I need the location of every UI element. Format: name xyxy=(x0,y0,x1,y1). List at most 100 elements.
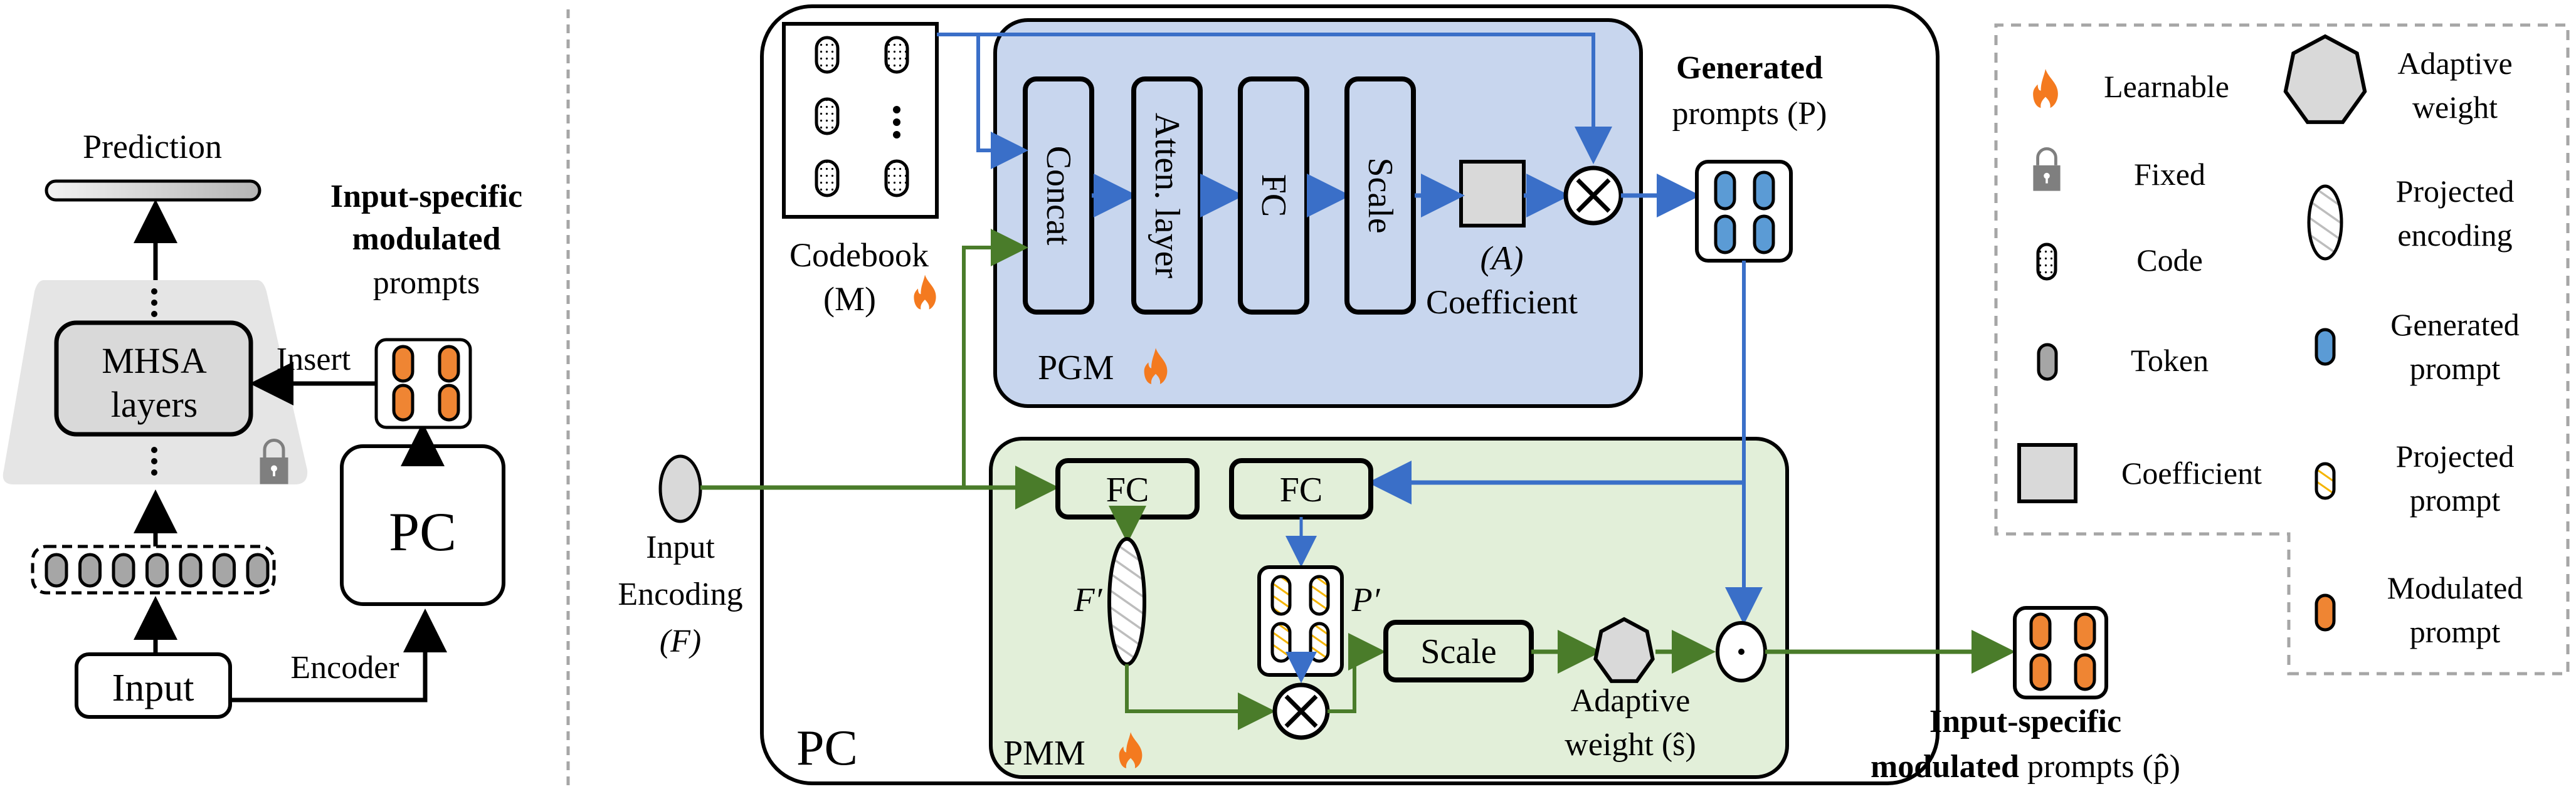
legend-label-mod-prompt: prompt xyxy=(2410,614,2501,649)
generated-prompt-pills xyxy=(1714,170,1775,254)
legend-label-gen-prompt: prompt xyxy=(2410,351,2501,386)
codebook-symbol: (M) xyxy=(823,280,876,318)
input-box xyxy=(75,652,232,719)
projected-prompt xyxy=(1270,622,1292,663)
pmm-scale-label: Scale xyxy=(1420,632,1496,671)
code xyxy=(884,159,909,197)
legend-lock-icon xyxy=(2033,149,2060,191)
prediction-label: Prediction xyxy=(83,128,222,165)
mhsa-label: MHSA xyxy=(102,340,207,381)
multiply-icon-pmm xyxy=(1272,682,1330,740)
legend-label-fixed: Fixed xyxy=(2134,157,2205,192)
legend-label-learnable: Learnable xyxy=(2104,69,2229,104)
multiply-to-scale-arrow xyxy=(1328,633,1386,713)
pc-module-label: PC xyxy=(796,721,858,776)
fc1-label: FC xyxy=(1106,471,1149,509)
pgm-block-label: Scale xyxy=(1361,157,1400,233)
pc-box-label: PC xyxy=(389,502,457,563)
legend-projected-encoding-icon xyxy=(2307,184,2343,261)
input-encoding-label-2: Encoding xyxy=(618,577,742,612)
legend-label-encoding: encoding xyxy=(2397,217,2512,253)
codebook-codes xyxy=(815,36,909,197)
projected-prompt xyxy=(1270,575,1292,616)
pgm-blocks: Concat Atten. layer FC Scale xyxy=(1023,76,1416,315)
modulated-prompt-pills-left xyxy=(392,345,460,422)
prediction-bar xyxy=(45,179,261,202)
coefficient-label: Coefficient xyxy=(1426,283,1578,321)
modulated-prompt xyxy=(2074,612,2096,650)
legend-label-proj-prompt: prompt xyxy=(2410,483,2501,518)
legend-projected-prompt-icon xyxy=(2315,462,2336,500)
codebook-ellipsis xyxy=(893,106,900,138)
generated-prompt xyxy=(1714,214,1736,254)
insert-label: Insert xyxy=(277,342,351,377)
legend-label-token: Token xyxy=(2131,343,2209,378)
pc-module-panel: PC Input Encoding (F) Codebook (M) PGM C… xyxy=(618,4,2180,785)
input-label: Input xyxy=(112,667,194,709)
hadamard-product-icon xyxy=(1716,621,1767,682)
legend-coefficient-icon xyxy=(2017,443,2077,503)
input-encoding-symbol: (F) xyxy=(660,624,701,659)
coefficient-symbol: (A) xyxy=(1481,239,1524,277)
generated-prompt xyxy=(1753,170,1775,211)
left-overview-panel: Prediction MHSA layers Input Encoder PC … xyxy=(3,128,522,719)
code xyxy=(815,36,840,74)
pmm-label: PMM xyxy=(1003,734,1085,773)
codebook-label: Codebook xyxy=(789,236,929,274)
codebook-to-multiply-arrow xyxy=(937,33,1612,164)
pgm-block-label: Atten. layer xyxy=(1148,113,1186,279)
prompts-title-line3: prompts xyxy=(373,265,480,301)
multiply-icon-pgm xyxy=(1563,165,1623,226)
pgm-block-label: FC xyxy=(1254,174,1293,217)
fprime-to-multiply-arrow xyxy=(1125,664,1275,730)
mhsa-layers-label: layers xyxy=(111,384,198,425)
legend-label-generated: Generated xyxy=(2390,307,2519,342)
modulated-prompt xyxy=(392,384,414,422)
legend-label-projected-enc: Projected xyxy=(2396,174,2515,209)
modulated-prompt xyxy=(438,345,460,383)
pgm-label: PGM xyxy=(1038,348,1114,387)
legend-label-weight: weight xyxy=(2412,90,2498,125)
input-encoding-icon xyxy=(658,454,702,523)
modulated-prompt xyxy=(2029,612,2052,650)
modulated-prompt xyxy=(438,384,460,422)
legend-heptagon-icon xyxy=(2283,34,2367,124)
projected-prompt xyxy=(1309,575,1330,616)
vertical-ellipsis-bottom xyxy=(151,447,157,476)
token-row xyxy=(45,553,270,588)
projected-encoding-f-prime xyxy=(1107,537,1146,666)
modulated-prompt xyxy=(2074,653,2096,691)
output-title-line1: Input-specific xyxy=(1929,704,2121,739)
generated-prompt xyxy=(1714,170,1736,211)
coefficient-square xyxy=(1459,160,1526,227)
token xyxy=(78,553,102,588)
legend: Learnable Fixed Code Token Coefficient A… xyxy=(1994,23,2570,676)
f-prime-label: F′ xyxy=(1074,581,1103,619)
token xyxy=(179,553,203,588)
legend-generated-prompt-icon xyxy=(2315,328,2336,366)
output-title-line2: modulated prompts (p̂) xyxy=(1871,749,2180,785)
prompts-title-line1: Input-specific xyxy=(330,179,522,214)
legend-label-code: Code xyxy=(2136,243,2203,278)
codebook-to-concat-arrow xyxy=(976,34,1028,169)
pgm-block-label: Concat xyxy=(1039,146,1078,246)
legend-modulated-prompt-icon xyxy=(2315,593,2336,632)
adaptive-weight-label-2: weight (ŝ) xyxy=(1565,727,1696,763)
p-prime-label: P′ xyxy=(1351,581,1381,619)
pmm-module xyxy=(989,437,1789,779)
legend-code-icon xyxy=(2036,243,2057,281)
adaptive-weight-label: Adaptive xyxy=(1571,683,1691,719)
projected-prompt xyxy=(1309,622,1330,663)
token xyxy=(145,553,169,588)
legend-label-modulated: Modulated xyxy=(2387,570,2523,605)
legend-frame xyxy=(1994,23,2570,676)
code xyxy=(815,159,840,197)
token xyxy=(246,553,270,588)
output-title-rest: prompts (p̂) xyxy=(2019,749,2180,785)
code xyxy=(884,36,909,74)
token xyxy=(112,553,135,588)
generated-prompt xyxy=(1753,214,1775,254)
legend-token-icon xyxy=(2037,343,2058,381)
